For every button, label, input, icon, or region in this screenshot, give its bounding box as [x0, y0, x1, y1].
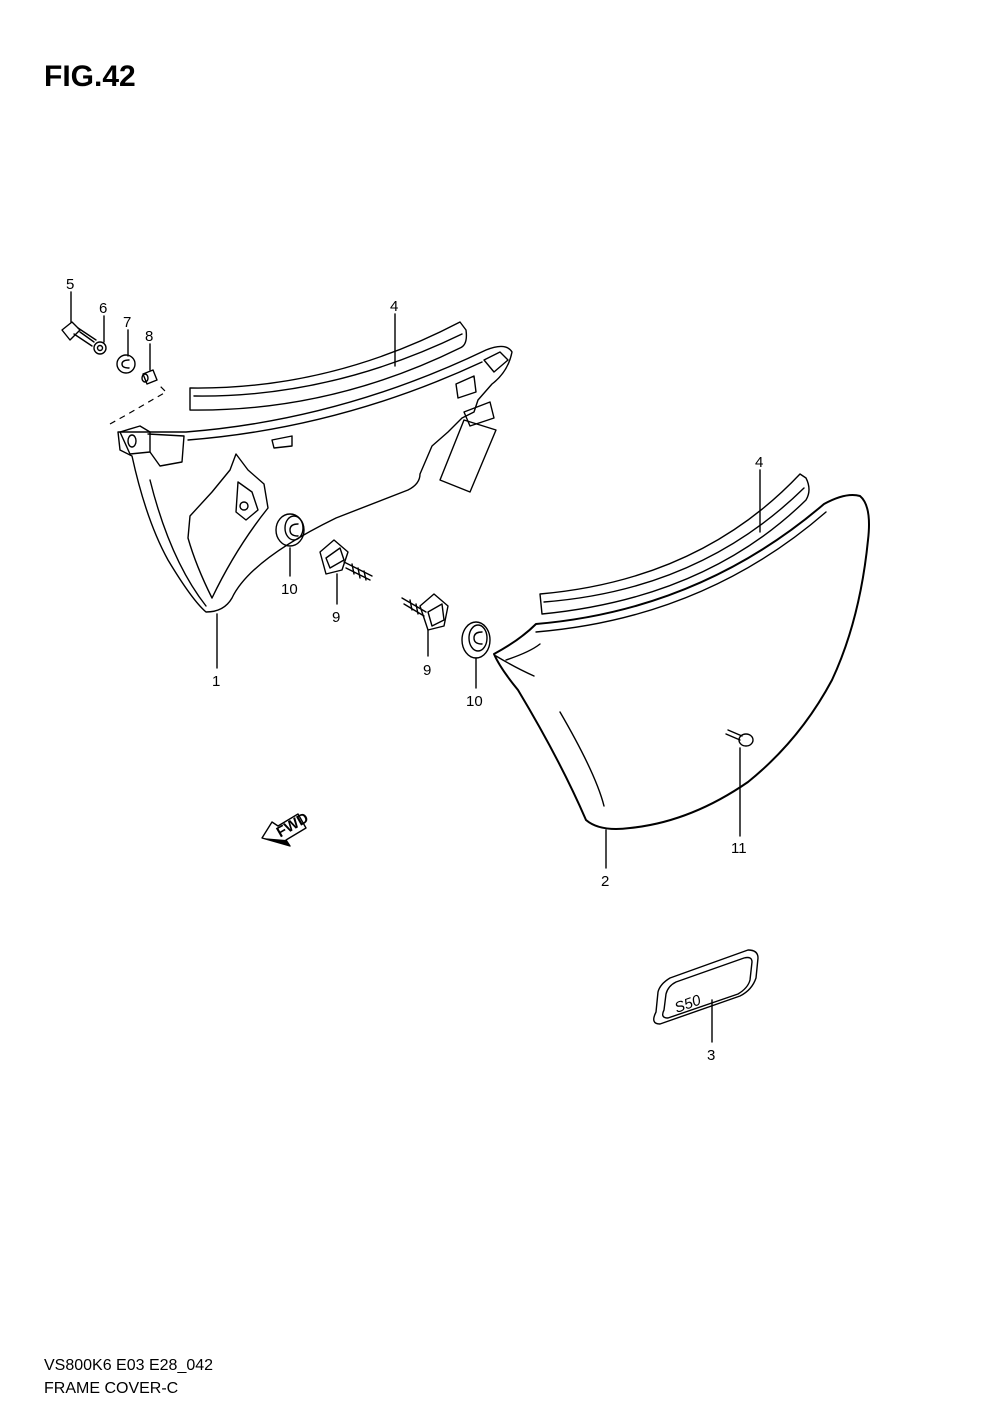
grommet-10-right — [461, 621, 491, 659]
diagram-name: FRAME COVER-C — [44, 1380, 179, 1397]
screw-11 — [725, 729, 754, 747]
callout-10-right: 10 — [466, 693, 483, 710]
callout-8: 8 — [145, 328, 153, 345]
callout-7: 7 — [123, 314, 131, 331]
leader-lines — [70, 291, 761, 1043]
grommet-7 — [116, 354, 136, 374]
callout-9-left: 9 — [332, 609, 340, 626]
frame-cover-left — [109, 321, 513, 613]
callout-4-upper: 4 — [390, 298, 398, 315]
callout-4-lower: 4 — [755, 454, 763, 471]
washer-6 — [93, 341, 107, 355]
callout-11: 11 — [731, 840, 747, 857]
frame-cover-right — [493, 473, 870, 830]
callout-5: 5 — [66, 276, 74, 293]
bolt-5 — [61, 321, 97, 347]
figure-title: FIG.42 — [44, 60, 136, 93]
callout-6: 6 — [99, 300, 107, 317]
callout-2: 2 — [601, 873, 609, 890]
callout-3: 3 — [707, 1047, 715, 1064]
callout-1: 1 — [212, 673, 220, 690]
emblem-3: S50 — [653, 949, 759, 1025]
callout-9-right: 9 — [423, 662, 431, 679]
grommet-10-left — [275, 513, 305, 547]
diagram-code: VS800K6 E03 E28_042 — [44, 1357, 214, 1374]
spacer-8 — [141, 369, 158, 385]
callout-10-left: 10 — [281, 581, 298, 598]
fwd-arrow: FWD — [261, 809, 312, 847]
screw-9-right — [401, 593, 449, 631]
emblem-text: S50 — [672, 991, 704, 1016]
screw-9-left — [319, 539, 373, 581]
